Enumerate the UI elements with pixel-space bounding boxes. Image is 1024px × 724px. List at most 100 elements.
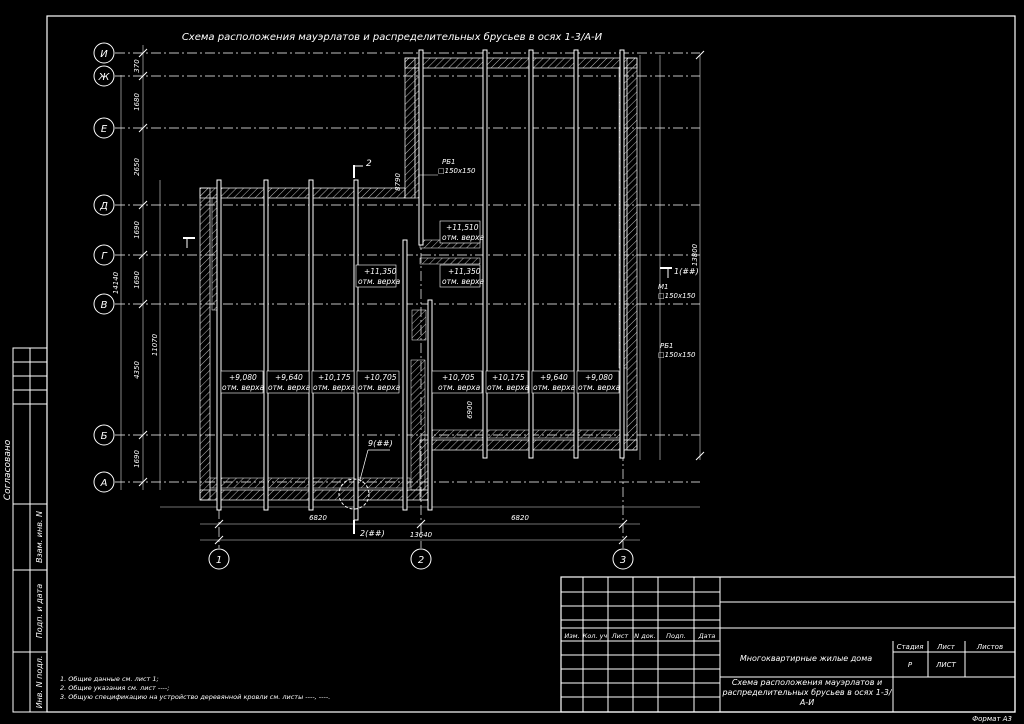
dim-total-width: 13640 xyxy=(410,531,433,539)
dim-11070: 11070 xyxy=(151,333,159,356)
drawing-title: Схема расположения мауэрлатов и распреде… xyxy=(182,31,603,43)
svg-text:2. Общие указания см. лист --: 2. Общие указания см. лист ----; xyxy=(60,684,169,692)
svg-text:Подп.: Подп. xyxy=(666,632,686,640)
svg-text:+10,705: +10,705 xyxy=(442,373,475,382)
section-2-mark: 2 2(##) xyxy=(353,159,385,538)
svg-text:□150x150: □150x150 xyxy=(658,351,696,359)
dim-total-height: 14140 xyxy=(112,271,120,294)
svg-text:отм. верха: отм. верха xyxy=(313,383,356,392)
svg-text:370: 370 xyxy=(133,59,141,73)
svg-text:отм. верха: отм. верха xyxy=(438,383,481,392)
svg-text:отм. верха: отм. верха xyxy=(358,383,401,392)
node-9-callout: 9(##) xyxy=(338,439,393,510)
axis-bubble-А: А xyxy=(93,471,115,493)
svg-text:6820: 6820 xyxy=(511,514,529,522)
elev-mark-row-8: +9,080 отм. верха xyxy=(576,370,621,394)
elev-mark-upper-3: +11,350 отм. верха xyxy=(439,264,485,288)
format-label: Формат А3 xyxy=(972,715,1012,723)
right-dimensions: 13800 xyxy=(639,50,705,461)
section-1-mark: 1(##) xyxy=(183,237,699,278)
svg-text:2: 2 xyxy=(366,159,372,169)
svg-text:отм. верха: отм. верха xyxy=(533,383,576,392)
svg-text:3. Общую спецификацию на устр: 3. Общую спецификацию на устройство дере… xyxy=(60,693,330,701)
elev-mark-upper-2: +11,350 отм. верха xyxy=(355,264,401,288)
svg-text:Р: Р xyxy=(908,661,913,669)
svg-text:+11,350: +11,350 xyxy=(448,267,481,276)
elev-mark-row-3: +10,175 отм. верха xyxy=(311,370,356,394)
svg-text:2650: 2650 xyxy=(133,158,141,176)
svg-text:Ж: Ж xyxy=(98,72,111,83)
svg-text:РБ1: РБ1 xyxy=(442,158,455,166)
svg-text:отм. верха: отм. верха xyxy=(358,277,401,286)
svg-text:+9,080: +9,080 xyxy=(229,373,257,382)
svg-text:Взам. инв. N: Взам. инв. N xyxy=(35,511,44,563)
axis-bubble-И: И xyxy=(93,42,115,64)
elevation-marks: +11,510 отм. верха +11,350 отм. верха +1… xyxy=(220,220,621,394)
svg-text:1690: 1690 xyxy=(133,450,141,468)
svg-text:+11,350: +11,350 xyxy=(364,267,397,276)
svg-text:Б: Б xyxy=(101,431,108,442)
svg-text:Дата: Дата xyxy=(698,632,716,640)
title-block: Изм. Кол. уч Лист N док. Подп. Дата Мног… xyxy=(560,576,1016,713)
svg-text:1690: 1690 xyxy=(133,221,141,239)
axis-bubble-3: 3 xyxy=(612,548,634,570)
elev-mark-row-5: +10,705 отм. верха xyxy=(431,370,483,394)
left-dimensions: 370 1680 2650 1690 1690 4350 1690 14140 … xyxy=(112,45,161,490)
svg-text:РБ1: РБ1 xyxy=(660,342,673,350)
svg-text:отм. верха: отм. верха xyxy=(268,383,311,392)
svg-text:□150x150: □150x150 xyxy=(438,167,476,175)
svg-text:Листов: Листов xyxy=(976,643,1003,651)
svg-text:13800: 13800 xyxy=(691,243,699,266)
axis-bubble-Ж: Ж xyxy=(93,65,115,87)
svg-text:1. Общие данные см. лист 1;: 1. Общие данные см. лист 1; xyxy=(60,675,159,683)
elev-mark-row-7: +9,640 отм. верха xyxy=(531,370,576,394)
stamp-soglasovano: Согласовано xyxy=(3,439,13,500)
svg-text:6900: 6900 xyxy=(466,401,474,419)
axis-bubble-Г: Г xyxy=(93,244,115,266)
elev-mark-row-2: +9,640 отм. верха xyxy=(266,370,311,394)
svg-text:М1: М1 xyxy=(658,283,669,291)
svg-text:Изм.: Изм. xyxy=(564,632,579,640)
svg-text:2(##): 2(##) xyxy=(360,529,385,538)
svg-text:Подп. и дата: Подп. и дата xyxy=(35,584,44,639)
svg-text:отм. верха: отм. верха xyxy=(487,383,530,392)
component-labels: РБ1 □150x150 8790 М1 □150x150 РБ1 □150x1… xyxy=(394,158,696,419)
svg-text:Стадия: Стадия xyxy=(897,643,924,651)
svg-text:6820: 6820 xyxy=(309,514,327,522)
sheet-title: Схема расположения мауэрлатов и распреде… xyxy=(722,678,892,707)
svg-text:1680: 1680 xyxy=(133,93,141,111)
elev-mark-row-4: +10,705 отм. верха xyxy=(356,370,401,394)
svg-text:В: В xyxy=(101,300,108,311)
svg-text:Д: Д xyxy=(99,201,108,212)
svg-text:Инв. N подл.: Инв. N подл. xyxy=(35,656,44,709)
axis-bubble-Д: Д xyxy=(93,194,115,216)
svg-text:1(##): 1(##) xyxy=(674,267,699,276)
svg-text:отм. верха: отм. верха xyxy=(442,233,485,242)
svg-text:+10,175: +10,175 xyxy=(318,373,351,382)
svg-text:Г: Г xyxy=(101,251,108,262)
svg-text:+9,640: +9,640 xyxy=(275,373,303,382)
svg-text:+10,175: +10,175 xyxy=(492,373,525,382)
axis-bubble-Е: Е xyxy=(93,117,115,139)
svg-text:+9,640: +9,640 xyxy=(540,373,568,382)
svg-text:□150x150: □150x150 xyxy=(658,292,696,300)
svg-text:+11,510: +11,510 xyxy=(446,223,479,232)
svg-text:2: 2 xyxy=(418,555,424,566)
svg-text:8790: 8790 xyxy=(394,173,402,191)
svg-text:Лист: Лист xyxy=(936,643,956,651)
svg-text:Лист: Лист xyxy=(611,632,629,640)
svg-text:9(##): 9(##) xyxy=(368,439,393,448)
svg-text:отм. верха: отм. верха xyxy=(442,277,485,286)
elev-mark-upper-1: +11,510 отм. верха xyxy=(439,220,485,244)
svg-text:ЛИСТ: ЛИСТ xyxy=(935,661,956,669)
project-name: Многоквартирные жилые дома xyxy=(740,654,872,663)
axis-bubble-1: 1 xyxy=(208,548,230,570)
svg-text:И: И xyxy=(100,49,108,60)
axis-bubble-2: 2 xyxy=(410,548,432,570)
svg-text:отм. верха: отм. верха xyxy=(222,383,265,392)
svg-text:Е: Е xyxy=(101,124,108,135)
elev-mark-row-6: +10,175 отм. верха xyxy=(485,370,530,394)
svg-text:N док.: N док. xyxy=(634,632,655,640)
svg-text:А: А xyxy=(100,478,108,489)
